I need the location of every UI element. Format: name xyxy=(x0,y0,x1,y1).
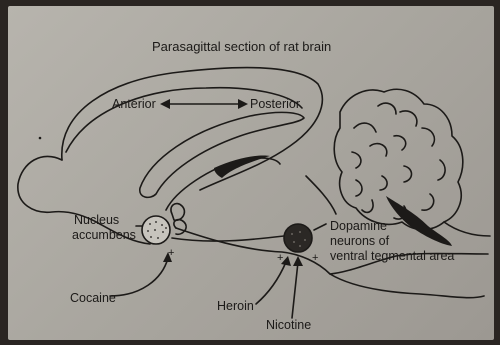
sign-accumbens-plus: + xyxy=(168,246,174,260)
label-dopamine-3: ventral tegmental area xyxy=(330,249,454,263)
nicotine-arrow-line xyxy=(292,262,298,318)
vta-node xyxy=(284,224,312,252)
cocaine-arrow-line xyxy=(110,258,168,296)
vta-leader xyxy=(314,224,326,230)
midbrain-edge xyxy=(306,176,336,214)
label-anterior: Anterior xyxy=(112,97,156,111)
label-cocaine: Cocaine xyxy=(70,291,116,305)
accumbens-lobule-b xyxy=(174,220,186,235)
brainstem-upper xyxy=(444,222,490,236)
heroin-arrow-line xyxy=(256,262,286,304)
diagram-title: Parasagittal section of rat brain xyxy=(152,40,331,54)
label-nucleus-accumbens-2: accumbens xyxy=(72,228,136,242)
stray-mark xyxy=(39,137,42,140)
label-nicotine: Nicotine xyxy=(266,318,311,332)
fourth-ventricle xyxy=(386,196,452,246)
label-dopamine-1: Dopamine xyxy=(330,219,387,233)
corpus-callosum xyxy=(140,112,304,197)
cerebellum-folia xyxy=(352,103,445,219)
cerebrum-outline xyxy=(62,68,323,190)
label-posterior: Posterior xyxy=(250,97,300,111)
label-nucleus-accumbens-1: Nucleus xyxy=(74,213,119,227)
accumbens-lobule-a xyxy=(171,204,185,221)
sign-vta-plus-left: + xyxy=(277,251,283,265)
mesolimbic-pathway xyxy=(172,236,284,241)
label-dopamine-2: neurons of xyxy=(330,234,389,248)
ap-arrowhead-left xyxy=(160,99,170,109)
nucleus-accumbens-node xyxy=(142,216,170,244)
label-heroin: Heroin xyxy=(217,299,254,313)
lateral-ventricle xyxy=(214,156,270,179)
ap-arrowhead-right xyxy=(238,99,248,109)
nicotine-arrowhead xyxy=(293,256,303,266)
sign-vta-plus-right: + xyxy=(312,251,318,265)
